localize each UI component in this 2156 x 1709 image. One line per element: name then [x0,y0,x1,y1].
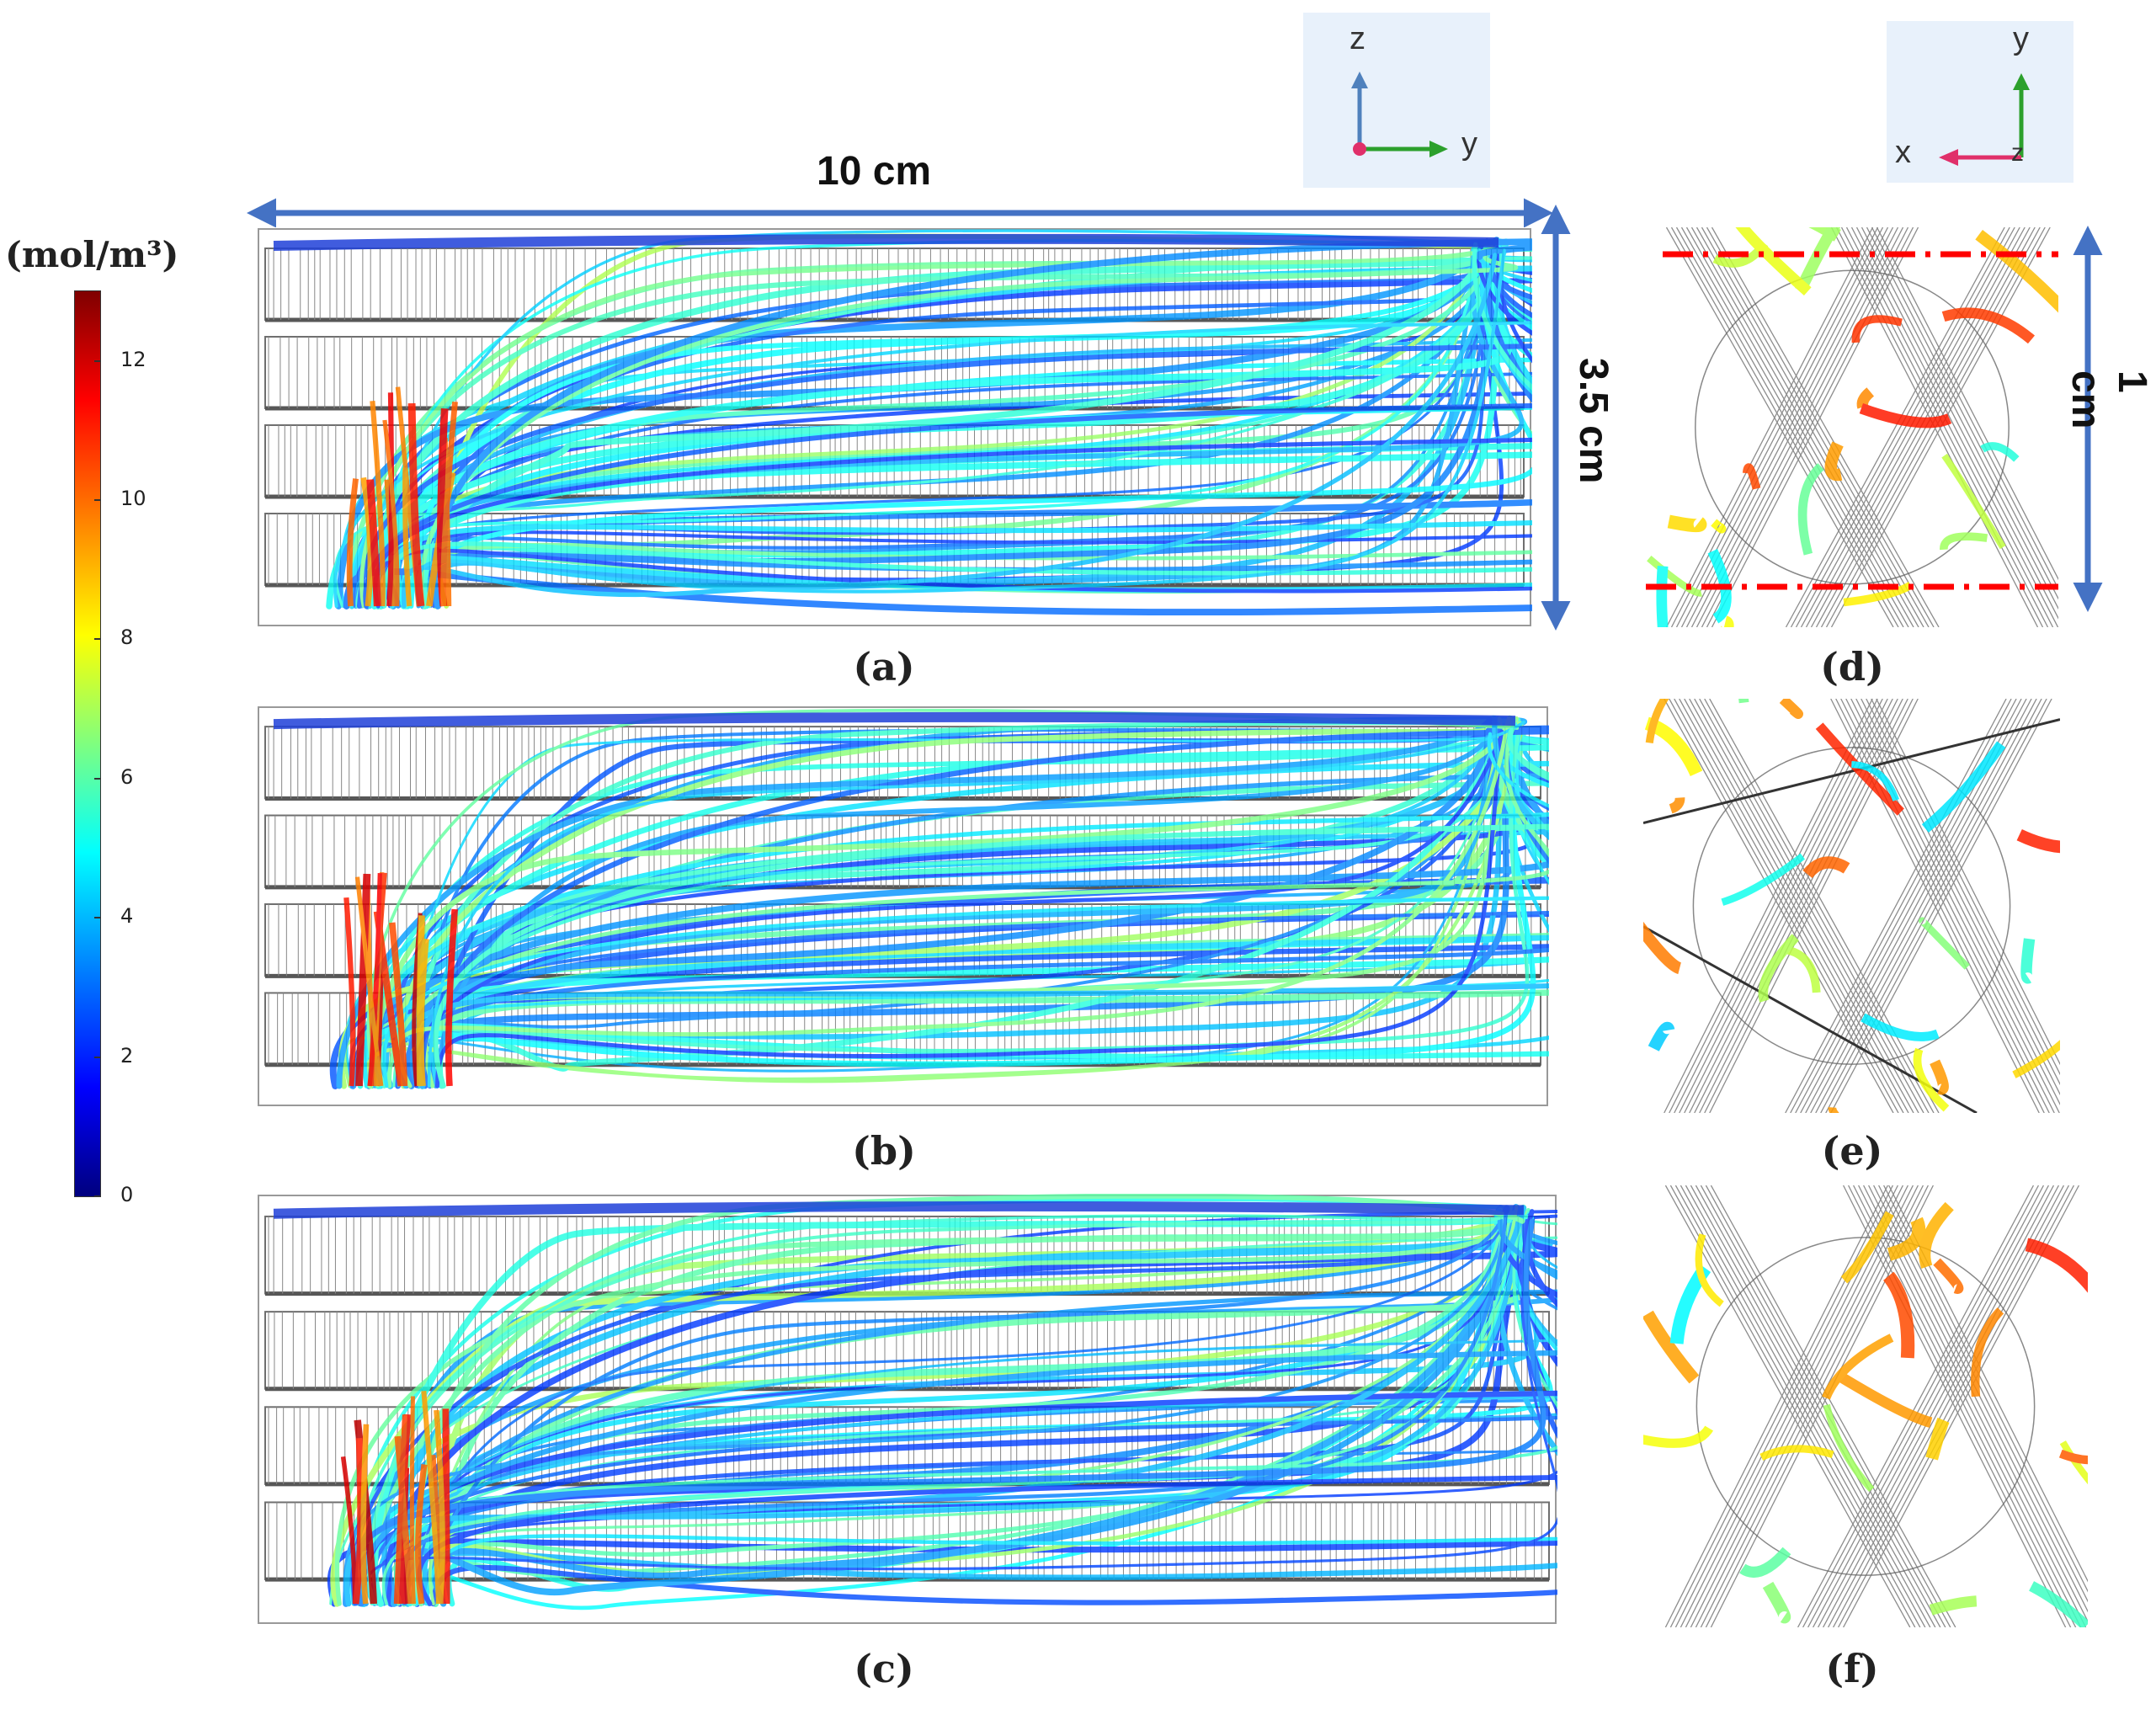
streamline-fragments [1643,1201,2088,1627]
height-label: 3.5 cm [1571,358,1616,484]
colorbar-tick: 4 [120,904,134,929]
axis-label-z: z [1349,21,1365,56]
dashed-reference-lines [1646,251,2058,590]
panel-label-a: (a) [853,644,915,689]
streamline-fragments [1643,699,2060,1113]
domain-outline [258,706,1548,1106]
streamlines [329,708,1549,1089]
width-label: 10 cm [817,149,932,194]
colorbar-tick-mark [94,777,101,780]
colorbar-tick: 8 [120,626,134,650]
streamlines [327,1194,1557,1611]
panel-label-d: (d) [1820,644,1884,689]
panel-label-c: (c) [854,1646,914,1691]
crossing-fibers [1665,227,2058,627]
colorbar-tick: 0 [120,1183,134,1206]
panel-b-streamlines [257,705,1549,1107]
crossing-fibers [1664,699,2060,1113]
top-view-f [1643,1185,2088,1627]
top-view-e [1643,699,2060,1113]
top-outflow-band [273,1201,1525,1219]
top-view-axis-icon [1939,73,2030,166]
panel-d-detail [1646,227,2058,627]
top-view-axis-triad: y x z [1887,21,2073,183]
fiber-outline-circle [1695,269,2010,585]
colorbar-tick-mark [94,1056,101,1058]
colorbar-tick: 12 [120,347,146,371]
colorbar-tick: 2 [120,1043,134,1067]
crossing-fibers [1664,1185,2088,1627]
side-view-b [258,706,1549,1106]
top-outflow-band [273,233,1499,251]
axis-label-z-top: z [2011,139,2024,167]
top-outflow-band [273,711,1516,730]
panel-c-streamlines [257,1194,1557,1625]
axis-label-x-top: x [1895,135,1911,170]
colorbar-tick-mark [94,359,101,362]
streamlines [326,229,1532,616]
colorbar-tick-mark [94,1195,101,1197]
panel-e-detail [1643,699,2060,1113]
inlet-streamlines [343,872,458,1087]
panel-f-detail [1643,1185,2088,1627]
inlet-streamlines [340,1391,450,1605]
side-view-axis-triad: z y [1303,13,1490,188]
top-view-d [1647,227,2058,627]
colorbar-tick-mark [94,499,101,502]
detail-height-label: 1 cm [2063,370,2154,429]
colorbar-tick: 10 [120,487,146,511]
panel-label-b: (b) [852,1128,916,1174]
colorbar-tick-mark [94,917,101,919]
colorbar [74,290,101,1197]
streamline-fragments [1647,227,2058,627]
panel-label-e: (e) [1821,1128,1883,1174]
inlet-streamlines [346,386,458,607]
panel-label-f: (f) [1825,1646,1879,1691]
colorbar-unit-label: (mol/m³) [5,234,179,275]
colorbar-tick: 6 [120,764,134,789]
axis-label-y: y [1461,126,1477,162]
domain-outline [258,228,1531,626]
panel-a-streamlines [257,227,1532,627]
colorbar-tick-mark [94,638,101,641]
axis-label-y-top: y [2013,21,2029,56]
side-view-a [258,228,1532,626]
side-view-axis-icon [1351,72,1448,157]
side-view-c [258,1194,1557,1624]
